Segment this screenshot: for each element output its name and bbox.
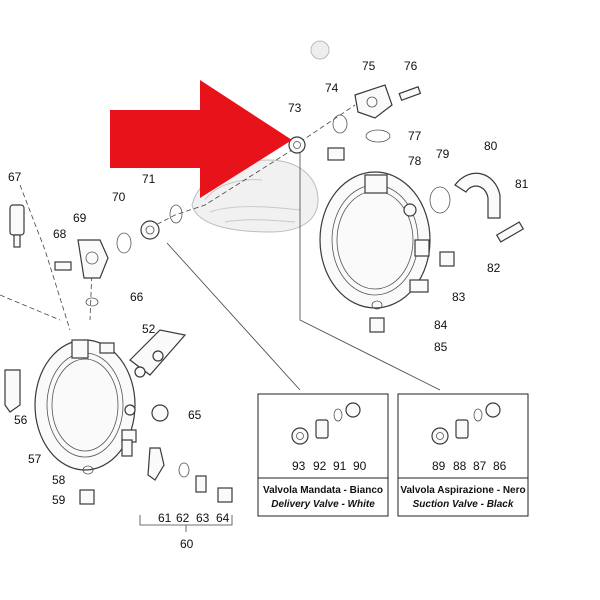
- label-66: 66: [130, 290, 144, 304]
- label-78: 78: [408, 154, 422, 168]
- label-77: 77: [408, 129, 422, 143]
- label-92: 92: [313, 459, 327, 473]
- suction-valve-box: 89 88 87 86 Valvola Aspirazione - Nero S…: [397, 393, 529, 517]
- label-89: 89: [432, 459, 446, 473]
- part-shapes: [4, 84, 525, 532]
- label-86: 86: [493, 459, 507, 473]
- label-62: 62: [176, 511, 190, 525]
- label-67: 67: [8, 170, 22, 184]
- label-64: 64: [216, 511, 230, 525]
- label-81: 81: [515, 177, 529, 191]
- label-57: 57: [28, 452, 42, 466]
- label-87: 87: [473, 459, 487, 473]
- suction-caption-en: Suction Valve - Black: [413, 499, 514, 510]
- label-82: 82: [487, 261, 501, 275]
- label-65: 65: [188, 408, 202, 422]
- left-valve-housing: [34, 339, 137, 471]
- label-59: 59: [52, 493, 66, 507]
- label-56: 56: [14, 413, 28, 427]
- label-75: 75: [362, 59, 376, 73]
- label-90: 90: [353, 459, 367, 473]
- label-70: 70: [112, 190, 126, 204]
- suction-caption-it: Valvola Aspirazione - Nero: [400, 485, 525, 496]
- highlight-arrow: [110, 80, 292, 198]
- label-85: 85: [434, 340, 448, 354]
- label-79: 79: [436, 147, 450, 161]
- label-80: 80: [484, 139, 498, 153]
- label-93: 93: [292, 459, 306, 473]
- delivery-valve-box: 93 92 91 90 Valvola Mandata - Bianco Del…: [257, 393, 389, 517]
- label-76: 76: [404, 59, 418, 73]
- right-valve-housing: [319, 171, 431, 309]
- label-69: 69: [73, 211, 87, 225]
- label-84: 84: [434, 318, 448, 332]
- label-88: 88: [453, 459, 467, 473]
- part-labels: 73 74 75 76 77 78 79 80 81 82 83 84 85 6…: [8, 59, 529, 551]
- label-74: 74: [325, 81, 339, 95]
- label-61: 61: [158, 511, 172, 525]
- label-52: 52: [142, 322, 156, 336]
- delivery-caption-en: Delivery Valve - White: [271, 499, 375, 510]
- delivery-caption-it: Valvola Mandata - Bianco: [263, 485, 383, 496]
- label-63: 63: [196, 511, 210, 525]
- label-83: 83: [452, 290, 466, 304]
- label-68: 68: [53, 227, 67, 241]
- label-60: 60: [180, 537, 194, 551]
- label-73: 73: [288, 101, 302, 115]
- label-71: 71: [142, 172, 156, 186]
- label-58: 58: [52, 473, 66, 487]
- label-91: 91: [333, 459, 347, 473]
